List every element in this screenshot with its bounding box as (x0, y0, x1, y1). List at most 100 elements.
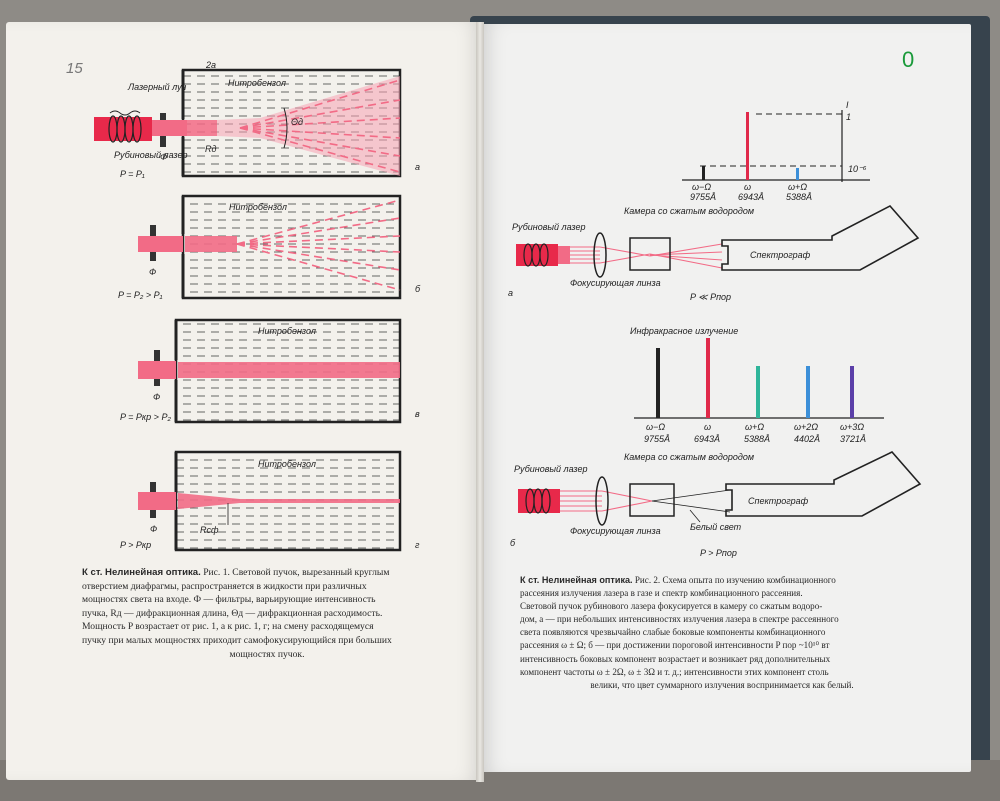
chamber-label-a: Камера со сжатым водородом (624, 206, 754, 216)
bottom-wl-4: 3721Å (840, 434, 866, 444)
figure-1-caption: К ст. Нелинейная оптика. Рис. 1. Светово… (82, 566, 452, 661)
caption-2-line: велики, что цвет суммарного излучения во… (590, 679, 854, 690)
top-spectrum: I 1 10⁻⁶ ω−Ω ω ω+Ω 9755Å 6943Å 5388Å (682, 100, 870, 202)
caption-1-line: Мощность P возрастает от рис. 1, а к рис… (82, 621, 374, 633)
setup-a: Рубиновый лазер Камера со сжатым водород… (508, 205, 920, 302)
bottom-line-1 (706, 338, 710, 418)
filter-label-b: Ф (149, 267, 156, 277)
caption-1-line: мощностях света на входе. Ф — фильтры, в… (82, 594, 376, 606)
spine-gutter (476, 22, 484, 782)
theta-label: Θд (291, 117, 303, 127)
figure-1: Нитробензол 2a Rд Θд Лазерный луч Рубино… (94, 60, 421, 552)
power-label-v: P = Pкр > P₂ (120, 412, 171, 422)
power-label-g: P > Pкр (120, 540, 151, 550)
panel-v: Нитробензол Ф P = Pкр > P₂ в (120, 318, 420, 424)
panel-letter-g: г (415, 540, 420, 550)
bottom-wl-3: 4402Å (794, 434, 820, 444)
right-corner-mark: 0 (902, 47, 915, 72)
right-page (479, 24, 971, 772)
condition-a: P ≪ Pпор (690, 292, 731, 302)
laser-label-b: Рубиновый лазер (514, 464, 588, 474)
bottom-line-0 (656, 348, 660, 418)
bottom-sym-3: ω+2Ω (794, 422, 818, 432)
bottom-sym-0: ω−Ω (646, 422, 665, 432)
top-sym-1: ω (744, 182, 751, 192)
spectrograph-b (725, 451, 922, 517)
panel-letter-v: в (415, 409, 420, 419)
caption-2-line: Световой пучок рубинового лазера фокусир… (520, 601, 823, 612)
caption-1-line: мощностях пучок. (229, 648, 305, 660)
top-sym-0: ω−Ω (692, 182, 711, 192)
left-corner-mark: 15 (66, 60, 83, 77)
axis-i: I (846, 100, 849, 110)
filter-label-a: Ф (160, 152, 167, 162)
setup-b: Рубиновый лазер Камера со сжатым водород… (510, 451, 922, 558)
chamber-label-b: Камера со сжатым водородом (624, 452, 754, 462)
spectrograph-label-b: Спектрограф (748, 496, 809, 506)
panel-letter-a: а (415, 162, 420, 172)
spectrograph-a (721, 205, 920, 271)
top-wl-0: 9755Å (690, 192, 716, 202)
bottom-line-2 (756, 366, 760, 418)
lens-label-a: Фокусирующая линза (570, 278, 661, 288)
caption-1-line: Рис. 1. Световой пучок, вырезанный кругл… (203, 567, 390, 578)
panel-letter-b: б (415, 284, 421, 294)
lens-label-b: Фокусирующая линза (570, 526, 661, 536)
top-line-omega-minus (702, 166, 705, 180)
top-line-omega-plus (796, 168, 799, 180)
liquid-label-g: Нитробензол (258, 459, 316, 469)
caption-2-line: рассеяния ω ± Ω; б — при достижении поро… (520, 640, 830, 651)
aperture-label: 2a (205, 60, 216, 70)
figure-2: I 1 10⁻⁶ ω−Ω ω ω+Ω 9755Å 6943Å 5388Å Руб… (508, 100, 922, 558)
beam-label: Лазерный луч (127, 82, 187, 92)
top-line-omega (746, 112, 749, 180)
filter-label-v: Ф (153, 392, 160, 402)
bottom-line-3 (806, 366, 810, 418)
caption-2-lead: К ст. Нелинейная оптика. (520, 575, 633, 585)
top-sym-2: ω+Ω (788, 182, 807, 192)
chamber-b (629, 483, 675, 517)
white-light-label: Белый свет (690, 522, 742, 532)
caption-1-line: пучку при малых мощностях приходит самоф… (82, 634, 392, 646)
bottom-sym-1: ω (704, 422, 711, 432)
ir-label: Инфракрасное излучение (630, 326, 738, 336)
liquid-label-b: Нитробензол (229, 202, 287, 212)
panel-a: Нитробензол 2a Rд Θд Лазерный луч Рубино… (94, 60, 420, 179)
letter-a: а (508, 288, 513, 298)
bottom-spectrum: Инфракрасное излучение ω−Ω ω ω+Ω ω+2Ω ω+… (630, 326, 884, 444)
laser-label-a: Рубиновый лазер (512, 222, 586, 232)
axis-one: 1 (846, 112, 851, 122)
bottom-line-4 (850, 366, 854, 418)
rsf-label: Rсф (200, 525, 219, 535)
bottom-wl-1: 6943Å (694, 434, 720, 444)
ruby-laser-a (94, 117, 152, 141)
lens-b (595, 476, 609, 526)
panel-g: Нитробензол Rсф Ф P > Pкр г (120, 450, 420, 552)
bottom-sym-2: ω+Ω (745, 422, 764, 432)
caption-2-line: дом, а — при небольших интенсивностях из… (520, 614, 839, 625)
bottom-wl-0: 9755Å (644, 434, 670, 444)
bottom-wl-2: 5388Å (744, 434, 770, 444)
caption-2-line: компонент частоты ω ± 2Ω, ω ± 3Ω и т. д.… (520, 666, 829, 677)
panel-b: Нитробензол Ф P = P₂ > P₁ б (118, 194, 421, 300)
axis-low: 10⁻⁶ (848, 164, 867, 174)
top-wl-2: 5388Å (786, 192, 812, 202)
laser-b (518, 489, 560, 513)
bottom-sym-4: ω+3Ω (840, 422, 864, 432)
caption-2-line: Рис. 2. Схема опыта по изучению комбинац… (634, 575, 836, 585)
caption-1-line: отверстием диафрагмы, распространяется в… (82, 580, 367, 592)
filter-label-g: Ф (150, 524, 157, 534)
power-label-a: P = P₁ (120, 169, 145, 179)
top-wl-1: 6943Å (738, 192, 764, 202)
figure-2-caption: К ст. Нелинейная оптика. Рис. 2. Схема о… (520, 574, 924, 692)
power-label-b: P = P₂ > P₁ (118, 290, 163, 300)
spectrograph-label-a: Спектрограф (750, 250, 811, 260)
caption-1-lead: К ст. Нелинейная оптика. (82, 567, 201, 578)
caption-2-line: рассеяния излучения лазера в газе и спек… (520, 588, 803, 599)
laser-a (516, 244, 558, 266)
ruby-laser-label: Рубиновый лазер (114, 150, 188, 160)
caption-2-line: света появляются чрезвычайно слабые боко… (520, 627, 826, 638)
chamber-a (629, 237, 671, 271)
liquid-label-v: Нитробензол (258, 326, 316, 336)
lens-a (593, 232, 607, 278)
